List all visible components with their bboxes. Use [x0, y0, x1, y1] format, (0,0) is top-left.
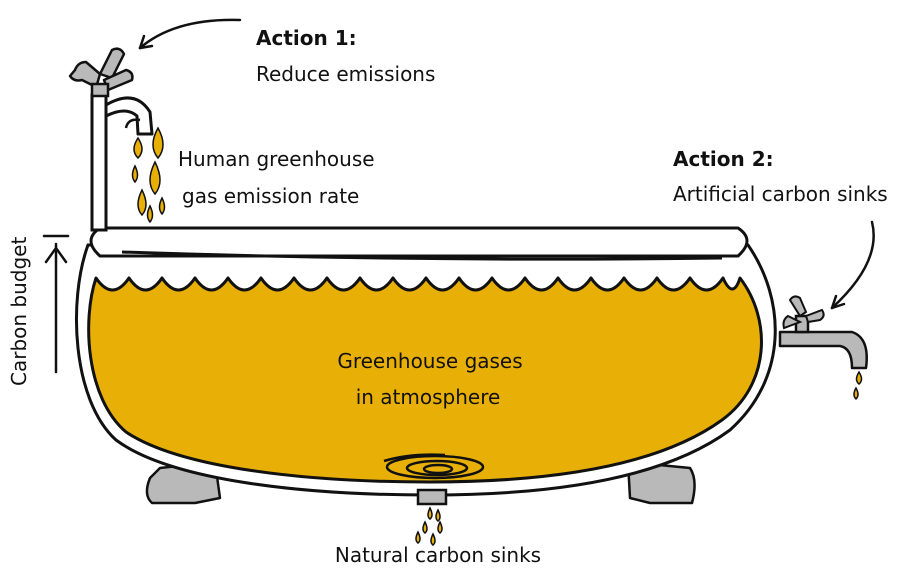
- atmosphere-label-line2: in atmosphere: [356, 385, 501, 409]
- action1-title: Action 1:: [256, 26, 357, 50]
- emission-rate-label-line2: gas emission rate: [182, 184, 359, 208]
- artificial-sink-drops: [853, 370, 863, 401]
- action1-arrow: [138, 18, 242, 50]
- atmosphere-label-line1: Greenhouse gases: [337, 349, 522, 373]
- greenhouse-gas-water: [87, 276, 763, 484]
- emission-faucet: [68, 47, 154, 232]
- action1-description: Reduce emissions: [256, 62, 435, 86]
- carbon-budget-marker: [42, 234, 70, 374]
- natural-sink-drops: [415, 506, 443, 546]
- tub-rim: [89, 226, 749, 261]
- drain-swirl: [383, 453, 485, 480]
- drain-pipe: [416, 488, 448, 506]
- action2-description: Artificial carbon sinks: [673, 182, 888, 206]
- artificial-tap-handle: [782, 295, 825, 334]
- emission-drops: [131, 126, 166, 224]
- emission-tap-handle: [68, 47, 134, 98]
- natural-sinks-label: Natural carbon sinks: [335, 543, 541, 567]
- action2-arrow: [830, 220, 875, 310]
- action2-title: Action 2:: [673, 147, 774, 171]
- tub-body: [75, 243, 777, 497]
- tub-foot-right: [626, 460, 696, 505]
- carbon-budget-label: Carbon budget: [7, 237, 31, 386]
- artificial-sink-faucet: [778, 295, 868, 370]
- emission-rate-label-line1: Human greenhouse: [178, 147, 375, 171]
